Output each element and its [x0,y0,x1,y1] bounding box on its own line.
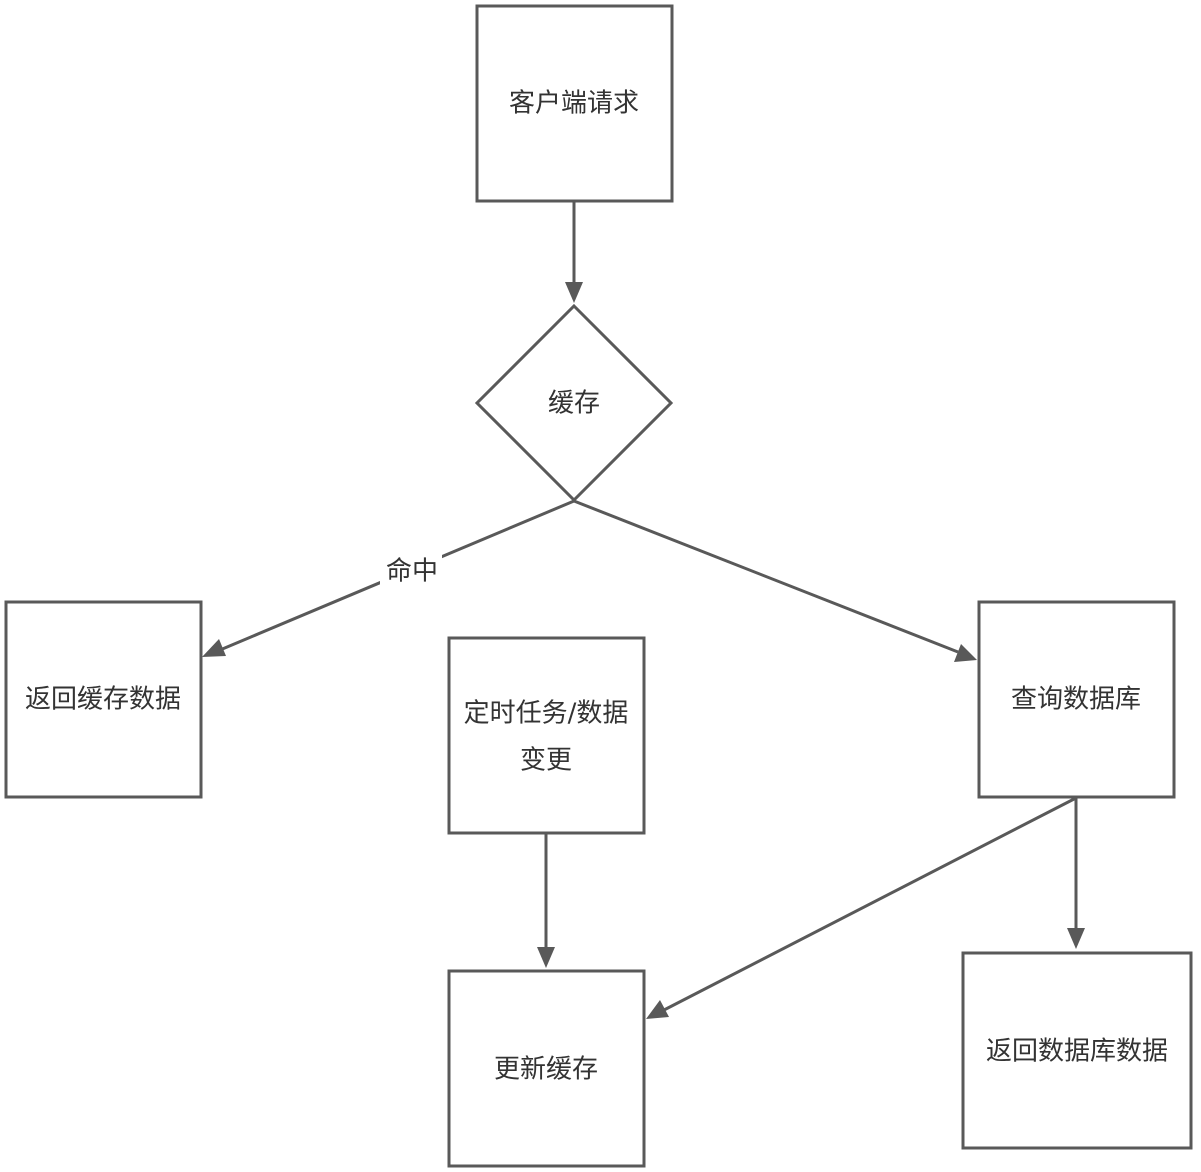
arrowhead-query-db-to-update-cache [646,1000,669,1019]
node-cache-decision-label: 缓存 [548,389,600,419]
node-return-cache-data-label: 返回缓存数据 [25,685,181,715]
edge-label-hit-background [380,552,442,590]
node-scheduled-task[interactable]: 定时任务/数据 变更 [447,636,646,835]
node-scheduled-task-label-line1: 定时任务/数据 [464,699,629,729]
node-return-db-data[interactable]: 返回数据库数据 [961,951,1193,1150]
node-scheduled-task-box [447,636,646,835]
node-client-request-label: 客户端请求 [509,89,639,119]
node-return-db-data-label: 返回数据库数据 [986,1037,1168,1067]
arrowhead-cache-to-return-cache [202,639,226,657]
node-update-cache-box [447,969,646,1168]
edge-label-hit: 命中 [386,557,438,587]
edge-query-db-to-update-cache [663,796,1077,1012]
node-client-request-box [475,4,674,203]
node-return-cache-data-box [4,600,203,799]
node-return-cache-data[interactable]: 返回缓存数据 [4,600,203,799]
node-update-cache-label: 更新缓存 [494,1055,598,1085]
arrowhead-request-to-cache [565,282,583,303]
node-query-database[interactable]: 查询数据库 [977,600,1176,799]
arrowhead-cache-to-query-db [954,644,977,662]
node-client-request[interactable]: 客户端请求 [475,4,674,203]
node-cache-decision[interactable]: 缓存 [474,303,674,503]
arrowhead-query-db-to-return-db [1067,928,1085,949]
node-query-database-box [977,600,1176,799]
arrowhead-task-to-update-cache [537,947,555,968]
node-return-db-data-box [961,951,1193,1150]
node-scheduled-task-label-line2: 变更 [520,746,572,776]
edge-label-hit-group: 命中 [380,552,442,590]
edges [202,201,1085,1019]
node-query-database-label: 查询数据库 [1011,685,1141,715]
node-cache-decision-shape [474,303,674,503]
node-update-cache[interactable]: 更新缓存 [447,969,646,1168]
nodes: 客户端请求 缓存 返回缓存数据 定时任务/数据 变更 查询数据库 更新缓存 [4,4,1193,1168]
edge-cache-to-query-db [573,499,959,654]
